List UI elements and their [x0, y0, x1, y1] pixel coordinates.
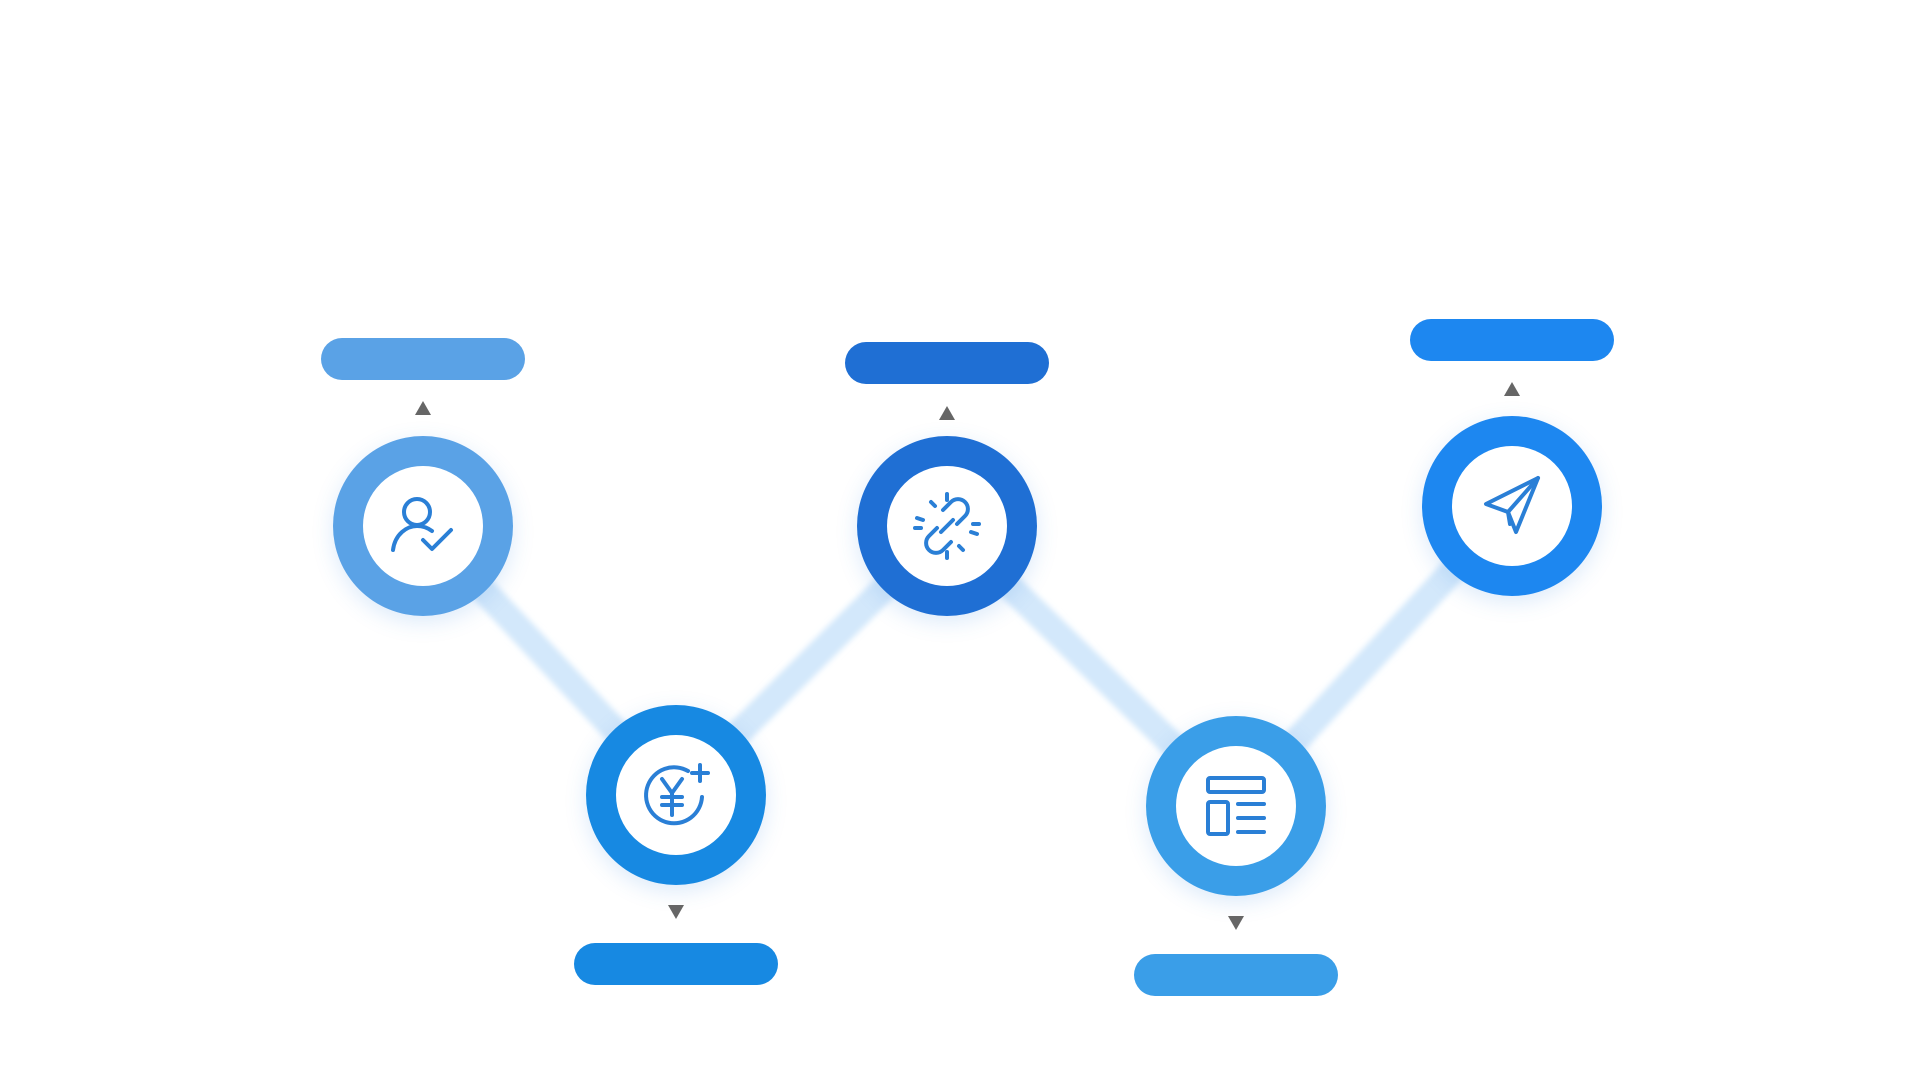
step-4-label-badge: 设置模板04 [1134, 954, 1357, 1035]
step-5-label-badge: 发布 05 [1410, 319, 1614, 400]
step-1-icon-holder [363, 466, 483, 586]
down-arrow-icon [668, 905, 684, 919]
broken-link-icon [913, 492, 981, 560]
up-arrow-icon [415, 401, 431, 415]
step-5-label: 发布 05 [1480, 364, 1603, 400]
step-3-circle [857, 436, 1037, 616]
step-2-label: 充值 02 [644, 988, 767, 1024]
step-2-circle [586, 705, 766, 885]
yen-plus-icon [644, 763, 710, 826]
step-5-icon-holder [1452, 446, 1572, 566]
user-check-icon [391, 497, 453, 552]
up-arrow-icon [939, 406, 955, 420]
template-layout-icon [1206, 776, 1266, 836]
step-3-label-badge: 关联会员03 [845, 342, 1068, 423]
up-arrow-icon [1504, 382, 1520, 396]
step-3-label: 关联会员03 [904, 387, 1068, 423]
step-1-circle [333, 436, 513, 616]
down-arrow-icon [1228, 916, 1244, 930]
step-5-circle [1422, 416, 1602, 596]
paper-plane-icon [1484, 476, 1540, 534]
step-1-label: 开通 01 [391, 383, 514, 419]
step-3-icon-holder [887, 466, 1007, 586]
step-2-label-badge: 充值 02 [574, 943, 778, 1024]
step-4-icon-holder [1176, 746, 1296, 866]
step-4-circle [1146, 716, 1326, 896]
step-1-label-badge: 开通 01 [321, 338, 525, 419]
step-2-icon-holder [616, 735, 736, 855]
step-4-label: 设置模板04 [1193, 999, 1357, 1035]
